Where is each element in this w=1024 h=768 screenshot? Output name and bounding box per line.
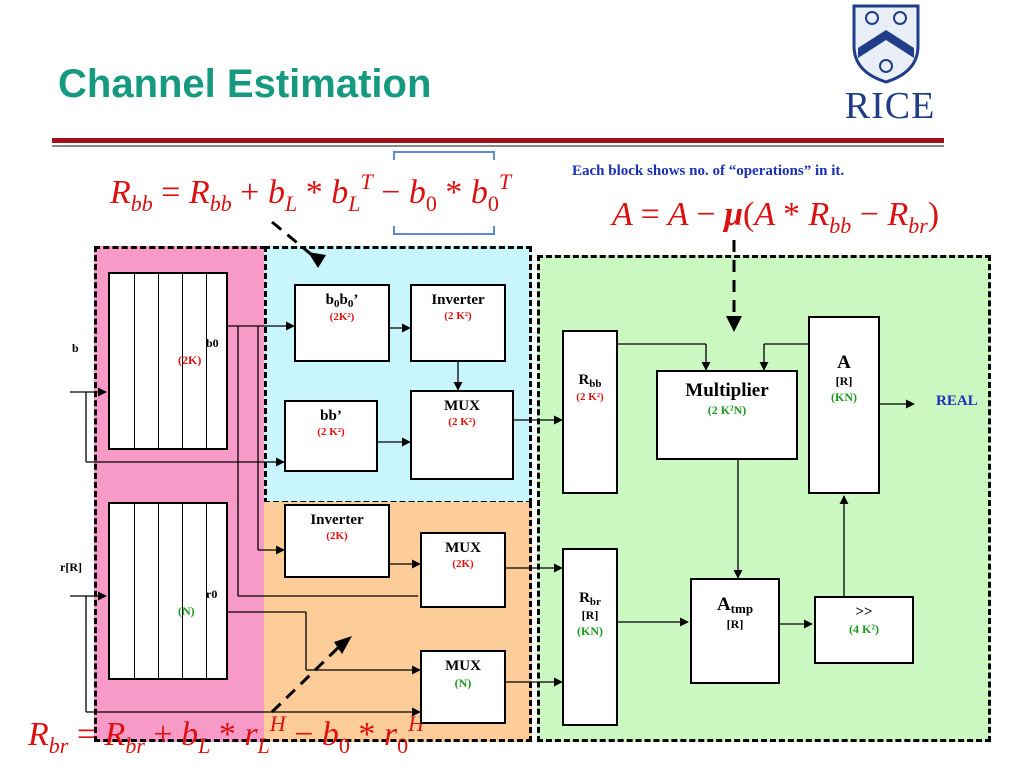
r-register-ops: (N)	[178, 604, 195, 618]
bb-ops: (2 K²)	[317, 426, 345, 438]
atmp-type: [R]	[726, 617, 744, 631]
a-ops: (KN)	[831, 390, 857, 404]
rbr-block: Rbr [R] (KN)	[562, 548, 618, 726]
mux-bottom-label: MUX	[445, 658, 481, 674]
bb-block: bb’ (2 K²)	[284, 400, 378, 472]
multiplier-ops: (2 K²N)	[707, 403, 747, 417]
slide-title: Channel Estimation	[58, 62, 432, 106]
mux-top-block: MUX (2 K²)	[410, 390, 514, 480]
inverter-top-ops: (2 K²)	[444, 310, 472, 322]
a-pointer-arrowhead	[726, 316, 742, 332]
mux-bottom-block: MUX (N)	[420, 650, 506, 724]
b0b0-ops: (2K²)	[329, 311, 355, 323]
multiplier-label: Multiplier	[685, 380, 769, 401]
r0-tap-label: r0	[206, 587, 218, 601]
b0-tap-label: b0	[206, 336, 219, 350]
b0b0-label: b0b0’	[325, 292, 359, 310]
inverter-top-block: Inverter (2 K²)	[410, 284, 506, 362]
b-register-ops: (2K)	[178, 353, 202, 367]
shift-block: >> (4 K²)	[814, 596, 914, 664]
rbb-label: Rbb	[578, 372, 602, 390]
register-region-top-border	[94, 246, 266, 249]
mux-mid-ops: (2K)	[452, 558, 474, 570]
rbr-pointer-arrowhead	[334, 636, 352, 654]
rbb-pointer-arrowhead	[308, 252, 326, 268]
a-label: A	[837, 352, 851, 373]
atmp-label: Atmp	[716, 594, 754, 616]
real-output-label: REAL	[936, 393, 978, 409]
r-register-file	[108, 502, 228, 680]
a-type: [R]	[835, 374, 853, 388]
a-update-equation: A = A − μ(A * Rbb − Rbr)	[612, 196, 940, 238]
mux-bottom-ops: (N)	[454, 676, 472, 690]
mux-top-ops: (2 K²)	[448, 416, 476, 428]
b-input-label: b	[72, 341, 79, 355]
rbb-ops: (2 K²)	[576, 391, 604, 403]
atmp-block: Atmp [R]	[690, 578, 780, 684]
inverter-bottom-block: Inverter (2K)	[284, 504, 390, 578]
rbb-block: Rbb (2 K²)	[562, 330, 618, 494]
mux-mid-block: MUX (2K)	[420, 532, 506, 608]
rbr-update-equation: Rbr = Rbr + bL * rLH − b0 * r0H	[28, 711, 424, 758]
mux-top-label: MUX	[444, 398, 480, 414]
operations-note: Each block shows no. of “operations” in …	[572, 163, 845, 179]
b0b0-block: b0b0’ (2K²)	[294, 284, 390, 362]
register-region-bottom-border	[94, 739, 266, 742]
mux-mid-label: MUX	[445, 540, 481, 556]
rice-shield-logo	[852, 4, 920, 84]
rbr-type: [R]	[581, 608, 599, 622]
rbr-label: Rbr	[579, 590, 601, 608]
shift-ops: (4 K²)	[849, 622, 879, 636]
rbr-ops: (KN)	[577, 624, 603, 638]
bb-label: bb’	[320, 408, 342, 424]
r-input-label: r[R]	[60, 560, 82, 574]
inverter-bottom-label: Inverter	[310, 512, 364, 528]
title-rule	[52, 138, 944, 143]
multiplier-block: Multiplier (2 K²N)	[656, 370, 798, 460]
shift-label: >>	[855, 604, 873, 620]
a-block: A [R] (KN)	[808, 316, 880, 494]
rice-logo-text: RICE	[844, 85, 936, 127]
b-register-file	[108, 272, 228, 450]
inverter-top-label: Inverter	[431, 292, 485, 308]
inverter-bottom-ops: (2K)	[326, 530, 348, 542]
title-rule-shadow	[52, 145, 944, 147]
rbb-update-equation: Rbb = Rbb + bL * bLT − b0 * b0T	[110, 169, 512, 216]
